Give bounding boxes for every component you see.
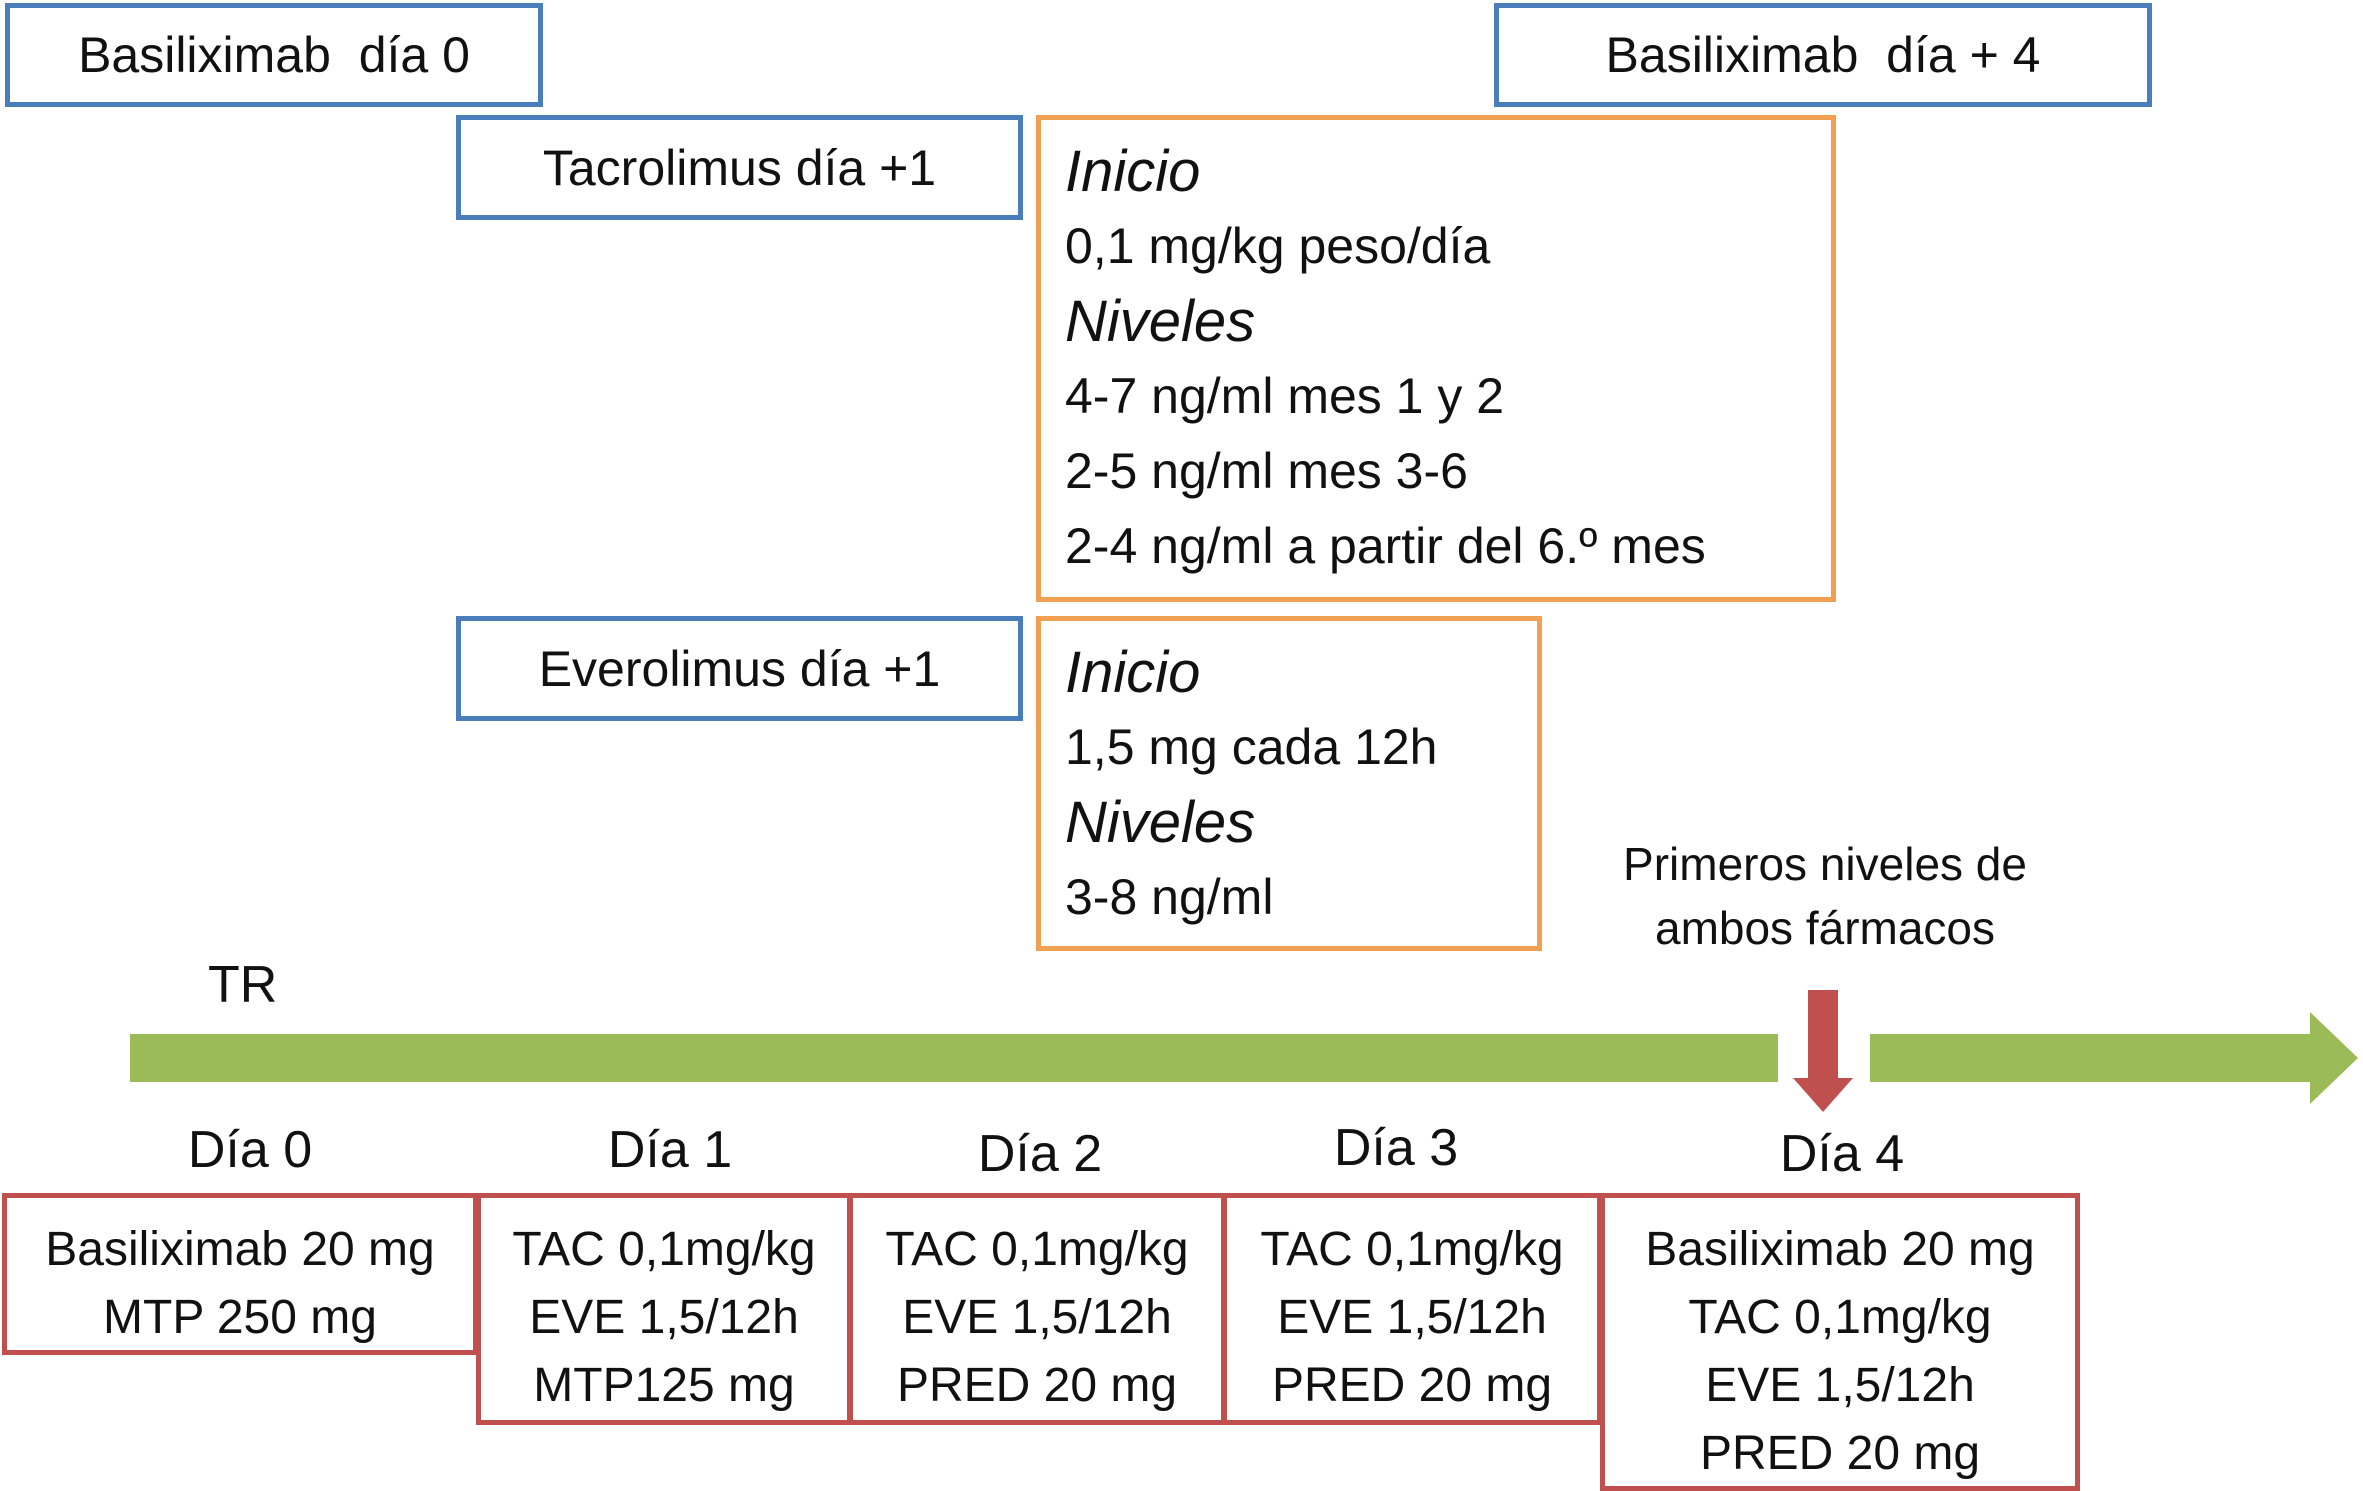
dose-box-day0: Basiliximab 20 mg MTP 250 mg xyxy=(2,1193,478,1355)
dose-line: EVE 1,5/12h xyxy=(902,1291,1172,1344)
everolimus-label: Everolimus día +1 xyxy=(538,640,941,697)
basiliximab-day0-label: Basiliximab día 0 xyxy=(78,27,470,83)
dose-line: EVE 1,5/12h xyxy=(529,1291,799,1344)
dose-line: MTP 250 mg xyxy=(103,1291,377,1344)
tacrolimus-info-line: 4-7 ng/ml mes 1 y 2 xyxy=(1065,368,1505,424)
tacrolimus-label: Tacrolimus día +1 xyxy=(542,139,937,196)
dose-line: TAC 0,1mg/kg xyxy=(1260,1223,1564,1276)
dose-line: TAC 0,1mg/kg xyxy=(1688,1291,1992,1344)
dose-line: PRED 20 mg xyxy=(896,1359,1178,1412)
everolimus-info-line: 1,5 mg cada 12h xyxy=(1065,719,1438,775)
dose-line: Basiliximab 20 mg xyxy=(45,1223,435,1276)
tacrolimus-info-box: Inicio 0,1 mg/kg peso/día Niveles 4-7 ng… xyxy=(1036,115,1836,602)
everolimus-info-line: Niveles xyxy=(1065,790,1256,855)
dose-line: PRED 20 mg xyxy=(1271,1359,1553,1412)
dose-line: PRED 20 mg xyxy=(1699,1427,1981,1480)
dose-box-day2: TAC 0,1mg/kg EVE 1,5/12h PRED 20 mg xyxy=(848,1193,1226,1425)
everolimus-info-box: Inicio 1,5 mg cada 12h Niveles 3-8 ng/ml xyxy=(1036,616,1542,951)
dose-line: EVE 1,5/12h xyxy=(1705,1359,1975,1412)
day-label: Día 3 xyxy=(1333,1119,1459,1177)
dose-line: TAC 0,1mg/kg xyxy=(512,1223,816,1276)
first-levels-note: Primeros niveles de ambos fármacos xyxy=(1623,838,2027,954)
day-label: Día 0 xyxy=(187,1121,313,1179)
tacrolimus-info-line: 2-4 ng/ml a partir del 6.º mes xyxy=(1065,518,1706,574)
marker-shaft xyxy=(1808,990,1838,1080)
everolimus-info-line: Inicio xyxy=(1065,640,1201,705)
dose-line: EVE 1,5/12h xyxy=(1277,1291,1547,1344)
basiliximab-day0-box: Basiliximab día 0 xyxy=(5,3,543,107)
dose-box-day3: TAC 0,1mg/kg EVE 1,5/12h PRED 20 mg xyxy=(1222,1193,1602,1425)
dose-line: TAC 0,1mg/kg xyxy=(885,1223,1189,1276)
tacrolimus-info-line: 0,1 mg/kg peso/día xyxy=(1065,218,1491,274)
marker-head xyxy=(1793,1078,1853,1112)
day-label: Día 2 xyxy=(977,1125,1103,1183)
dose-box-day4: Basiliximab 20 mg TAC 0,1mg/kg EVE 1,5/1… xyxy=(1600,1193,2080,1491)
dose-line: Basiliximab 20 mg xyxy=(1645,1223,2035,1276)
everolimus-box: Everolimus día +1 xyxy=(456,616,1023,721)
everolimus-info-line: 3-8 ng/ml xyxy=(1065,869,1274,925)
basiliximab-day4-box: Basiliximab día + 4 xyxy=(1494,3,2152,107)
dose-box-day1: TAC 0,1mg/kg EVE 1,5/12h MTP125 mg xyxy=(476,1193,852,1425)
tr-label: TR xyxy=(208,956,278,1014)
tacrolimus-info-line: Inicio xyxy=(1065,139,1201,204)
day-label: Día 4 xyxy=(1779,1125,1905,1183)
tacrolimus-box: Tacrolimus día +1 xyxy=(456,115,1023,220)
basiliximab-day4-label: Basiliximab día + 4 xyxy=(1605,27,2041,83)
dose-line: MTP125 mg xyxy=(533,1359,795,1412)
timeline-arrow-shape xyxy=(130,1012,2358,1104)
tacrolimus-info-line: 2-5 ng/ml mes 3-6 xyxy=(1065,443,1468,499)
day-label: Día 1 xyxy=(607,1121,733,1179)
tacrolimus-info-line: Niveles xyxy=(1065,289,1256,354)
